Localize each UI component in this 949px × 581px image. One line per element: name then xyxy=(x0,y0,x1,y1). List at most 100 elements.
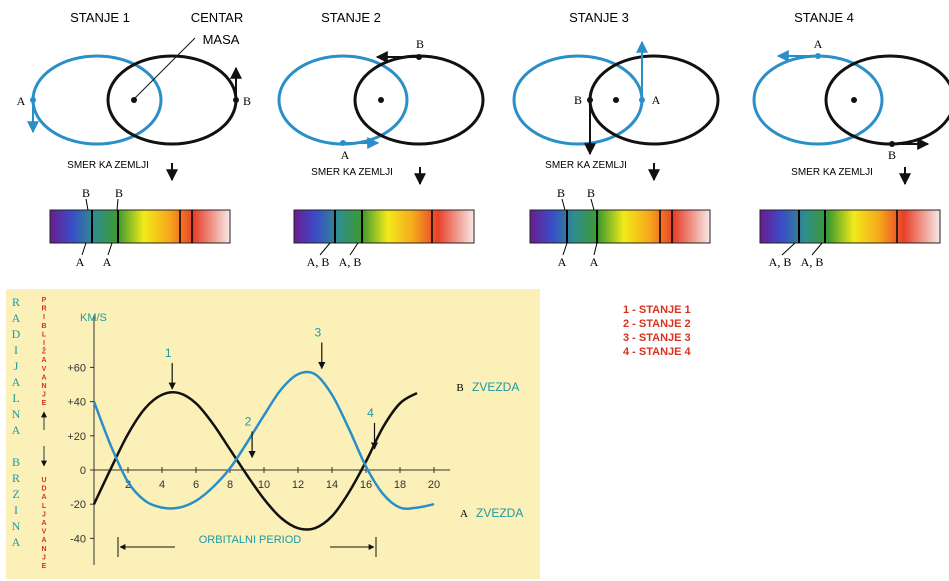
state-marker-label: 1 xyxy=(165,346,172,360)
spectrum-top-label: B xyxy=(557,186,565,200)
x-tick-label: 12 xyxy=(292,479,304,491)
spectrum-top-label: B xyxy=(587,186,595,200)
star-a-orbit xyxy=(754,56,882,144)
earth-direction-label: SMER KA ZEMLJI xyxy=(791,167,873,178)
approach-letter: N xyxy=(41,383,46,390)
star-b-orbit xyxy=(826,56,949,144)
state-marker-label: 3 xyxy=(314,326,321,340)
earth-direction-label: SMER KA ZEMLJI xyxy=(67,160,149,171)
state-3-title: STANJE 3 xyxy=(569,10,629,25)
spectrum-bottom-label: A, B xyxy=(801,255,824,269)
state-4: STANJE 4 A B SMER KA ZEMLJI A, B A, B xyxy=(754,10,949,269)
y-tick-label: +20 xyxy=(67,431,86,443)
y-tick-label: 0 xyxy=(80,465,86,477)
legend-item: 3 - STANJE 3 xyxy=(623,332,691,344)
star-a-label: A xyxy=(814,37,823,51)
recede-letter: U xyxy=(41,477,46,484)
vertical-title-letter: B xyxy=(12,455,20,469)
series-b-letter: B xyxy=(456,382,463,394)
state-marker-label: 4 xyxy=(367,406,374,420)
state-2-title: STANJE 2 xyxy=(321,10,381,25)
star-b-label: B xyxy=(243,94,251,108)
vertical-title-letter: N xyxy=(12,519,21,533)
star-a-orbit xyxy=(33,56,161,144)
vertical-title-letter: J xyxy=(14,359,19,373)
spectrum-bar xyxy=(760,210,940,243)
vertical-title-letter: A xyxy=(12,311,21,325)
state-3: STANJE 3 A B SMER KA ZEMLJI B B A A xyxy=(514,10,718,269)
legend-item: 1 - STANJE 1 xyxy=(623,304,691,316)
x-tick-label: 8 xyxy=(227,479,233,491)
x-tick-label: 4 xyxy=(159,479,165,491)
vertical-title-letter: I xyxy=(14,503,18,517)
spectrum-bottom-label: A xyxy=(76,255,85,269)
spectrum-bottom-label: A xyxy=(558,255,567,269)
recede-letter: A xyxy=(41,537,46,544)
state-marker-label: 2 xyxy=(245,414,252,428)
recede-letter: J xyxy=(42,554,46,561)
approach-letter: A xyxy=(41,357,46,364)
approach-letter: E xyxy=(42,400,47,407)
x-tick-label: 14 xyxy=(326,479,338,491)
spectrum-bottom-label: A xyxy=(590,255,599,269)
recede-letter: D xyxy=(41,486,46,493)
spectrum-bar xyxy=(294,210,474,243)
vertical-title-letter: A xyxy=(12,535,21,549)
recede-letter: E xyxy=(42,563,47,570)
vertical-title-letter: R xyxy=(12,295,20,309)
vertical-title-letter: D xyxy=(12,327,21,341)
orbital-period-label: ORBITALNI PERIOD xyxy=(199,534,302,546)
x-tick-label: 6 xyxy=(193,479,199,491)
star-b-orbit xyxy=(355,56,483,144)
vertical-title-letter: N xyxy=(12,407,21,421)
x-tick-label: 16 xyxy=(360,479,372,491)
star-b-label: B xyxy=(888,148,896,162)
spectrum-bottom-label: A, B xyxy=(307,255,330,269)
approach-letter: P xyxy=(42,297,47,304)
approach-letter: J xyxy=(42,392,46,399)
star-a-label: A xyxy=(652,93,661,107)
approach-letter: V xyxy=(42,366,47,373)
x-tick-label: 18 xyxy=(394,479,406,491)
approach-letter: I xyxy=(43,314,45,321)
state-2: STANJE 2 A B SMER KA ZEMLJI A, B A, B xyxy=(279,10,483,269)
x-tick-label: 20 xyxy=(428,479,440,491)
legend: 1 - STANJE 1 2 - STANJE 2 3 - STANJE 3 4… xyxy=(623,304,692,358)
spectrum-bar xyxy=(530,210,710,243)
center-of-mass-dot xyxy=(131,97,137,103)
recede-letter: V xyxy=(42,529,47,536)
center-label-line2: MASA xyxy=(203,32,240,47)
star-a-label: A xyxy=(341,148,350,162)
spectrum-bottom-label: A, B xyxy=(339,255,362,269)
approach-letter: I xyxy=(43,340,45,347)
center-label-line1: CENTAR xyxy=(191,10,243,25)
x-tick-label: 10 xyxy=(258,479,270,491)
y-tick-label: -40 xyxy=(70,533,86,545)
y-tick-label: +40 xyxy=(67,397,86,409)
vertical-title-letter: R xyxy=(12,471,20,485)
series-a-name: ZVEZDA xyxy=(476,506,523,520)
approach-letter: L xyxy=(42,331,47,338)
approach-letter: B xyxy=(41,323,46,330)
earth-direction-label: SMER KA ZEMLJI xyxy=(545,160,627,171)
star-b-orbit xyxy=(108,56,236,144)
center-of-mass-dot xyxy=(613,97,619,103)
vertical-title-letter: I xyxy=(14,343,18,357)
state-1: STANJE 1 CENTAR MASA A B SMER KA ZEMLJI … xyxy=(17,10,251,269)
legend-item: 4 - STANJE 4 xyxy=(623,346,692,358)
vertical-title-letter: L xyxy=(12,391,19,405)
y-tick-label: -20 xyxy=(70,499,86,511)
star-a-orbit xyxy=(279,56,407,144)
series-a-letter: A xyxy=(460,508,468,520)
approach-letter: Ž xyxy=(42,347,47,356)
approach-letter: A xyxy=(41,374,46,381)
earth-direction-label: SMER KA ZEMLJI xyxy=(311,167,393,178)
center-of-mass-dot xyxy=(851,97,857,103)
star-b-label: B xyxy=(574,93,582,107)
state-1-title: STANJE 1 xyxy=(70,10,130,25)
star-a-label: A xyxy=(17,94,26,108)
y-tick-label: +60 xyxy=(67,362,86,374)
spectrum-bottom-label: A, B xyxy=(769,255,792,269)
vertical-title-letter: A xyxy=(12,375,21,389)
